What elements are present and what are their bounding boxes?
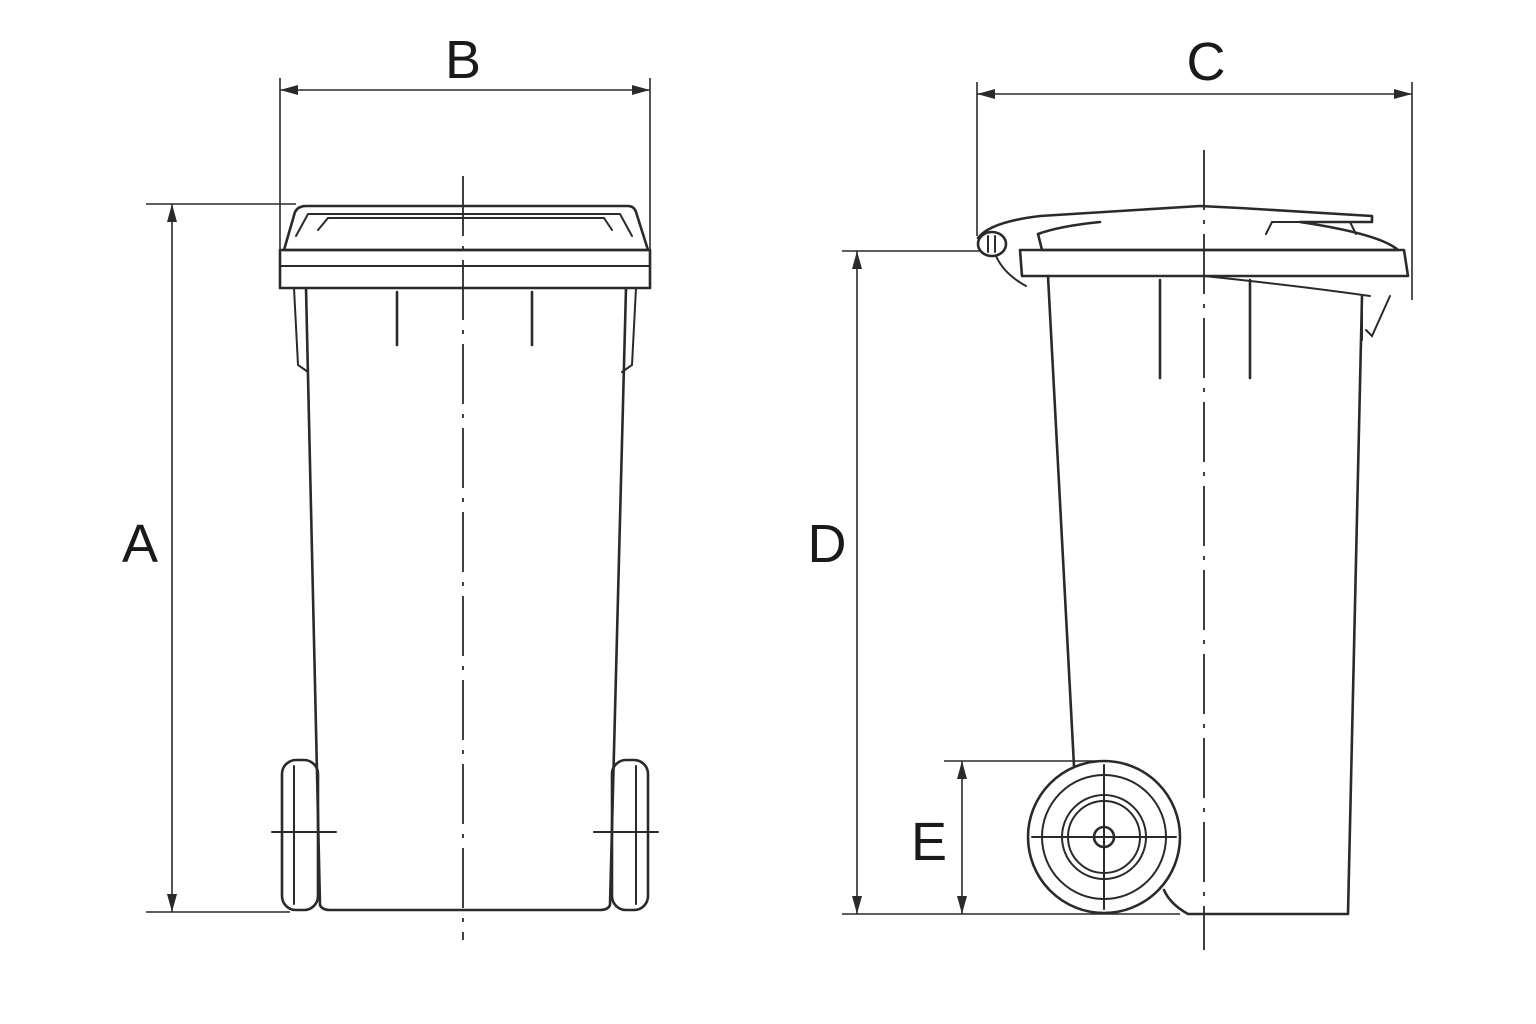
dimension-b: B xyxy=(279,30,651,250)
side-rim xyxy=(1018,248,1410,278)
front-wheel-right xyxy=(610,758,650,912)
front-view xyxy=(271,176,659,940)
front-wheel-left xyxy=(280,758,320,912)
label-a: A xyxy=(122,514,158,574)
side-hinge xyxy=(976,230,1008,258)
side-lid xyxy=(976,204,1400,252)
side-body xyxy=(1046,274,1076,768)
label-b: B xyxy=(445,30,481,90)
label-d: D xyxy=(808,514,847,574)
front-lid-inner xyxy=(295,213,633,237)
label-e: E xyxy=(911,812,947,872)
dimension-e: E xyxy=(911,760,1104,914)
front-rim xyxy=(278,248,652,290)
dimension-d: D xyxy=(808,250,1180,915)
front-body xyxy=(304,286,628,912)
front-lid xyxy=(282,204,650,252)
side-view xyxy=(976,150,1410,950)
dimension-a: A xyxy=(122,203,296,913)
dimension-c: C xyxy=(976,32,1413,300)
label-c: C xyxy=(1187,32,1226,92)
